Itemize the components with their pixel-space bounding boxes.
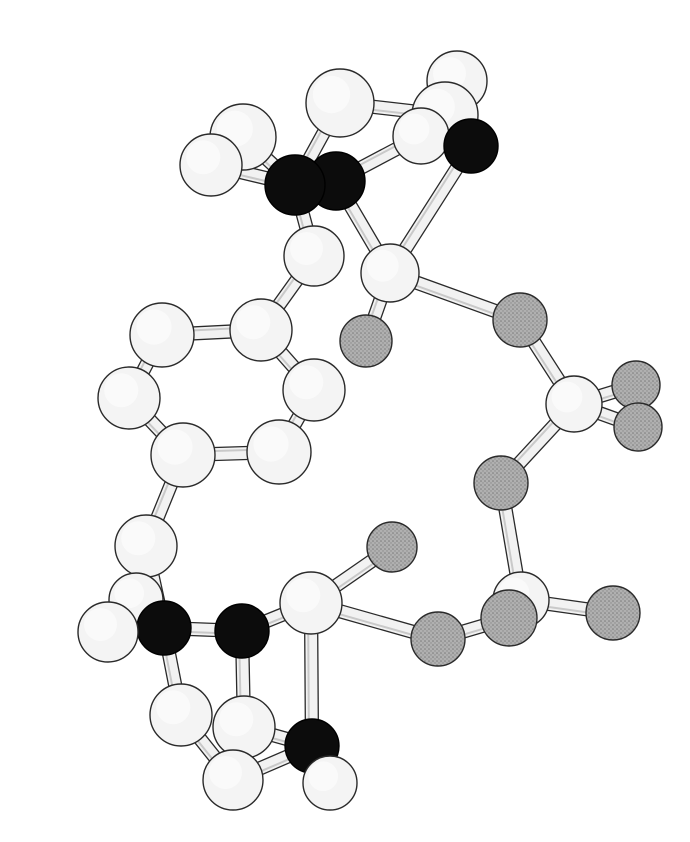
atom-highlight (104, 373, 139, 408)
gray-atom (613, 402, 663, 452)
black-atom (443, 118, 499, 174)
atom-highlight (253, 426, 289, 462)
gray-atom (492, 292, 548, 348)
atom-highlight (236, 305, 271, 340)
gray-atom (611, 360, 661, 410)
atoms-layer (77, 50, 663, 811)
atom-highlight (286, 578, 321, 613)
atom-highlight (289, 365, 324, 400)
atom-highlight (312, 75, 351, 114)
atom-highlight (209, 756, 242, 789)
gray-atom (585, 585, 641, 641)
atom-highlight (219, 702, 254, 737)
atom-highlight (290, 232, 323, 265)
atom-highlight (84, 608, 117, 641)
atom-highlight (157, 429, 193, 465)
atom-highlight (136, 309, 172, 345)
atom-highlight (551, 381, 583, 413)
black-atom (136, 600, 192, 656)
black-atom (264, 154, 326, 216)
atom-highlight (186, 140, 221, 175)
gray-atom (410, 611, 466, 667)
gray-atom (473, 455, 529, 511)
atom-highlight (156, 690, 191, 725)
gray-atom (366, 521, 418, 573)
atom-highlight (398, 113, 430, 145)
black-atom (214, 603, 270, 659)
atom-highlight (308, 761, 339, 792)
gray-atom (339, 314, 393, 368)
gray-atom (480, 589, 538, 647)
atom-highlight (366, 249, 399, 282)
atom-highlight (121, 521, 156, 556)
atom-highlight (114, 578, 145, 609)
